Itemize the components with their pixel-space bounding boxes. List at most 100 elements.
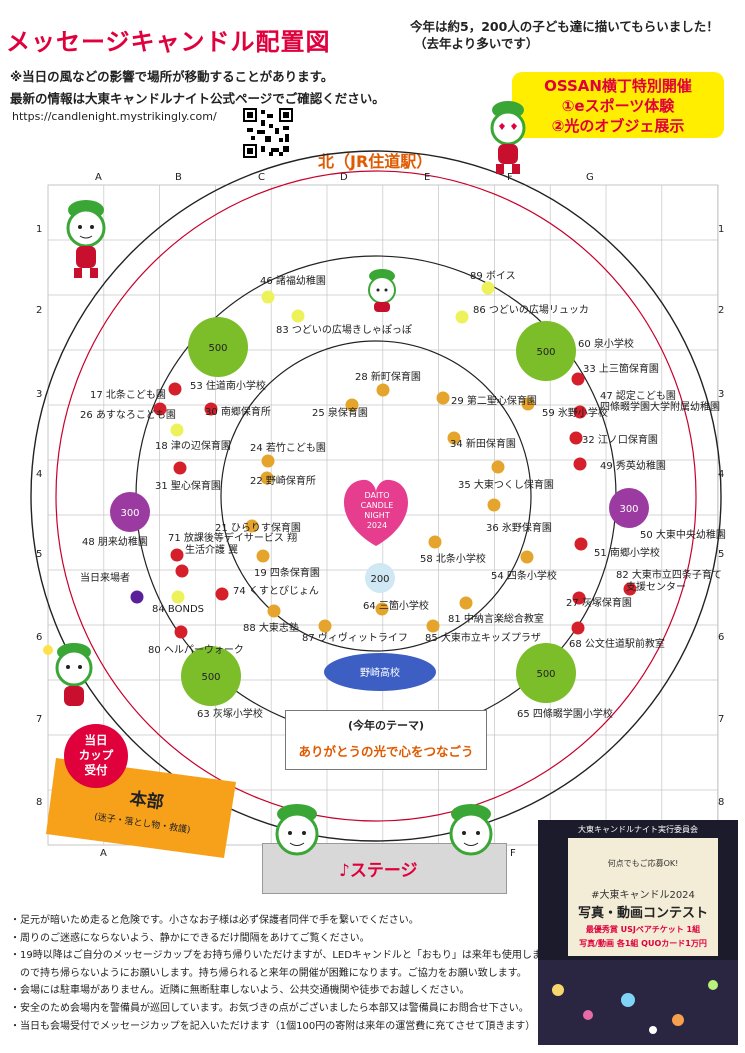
capacity-label-center: 200	[370, 574, 389, 585]
contest-prize1: 最優秀賞 USJペアチケット 1組	[585, 925, 701, 934]
rule-item: ・安全のため会場内を警備員が巡回しています。お気づきの点がございましたら本部又は…	[10, 1002, 529, 1014]
ossan-yokocho-box: OSSAN横丁特別開催 ①eスポーツ体験 ②光のオブジェ展示	[512, 72, 724, 138]
grid-row-label: 5	[718, 549, 724, 560]
heart-line4: 2024	[367, 521, 387, 530]
grid-row-label: 7	[718, 714, 724, 725]
north-direction-label: 北（JR住道駅）	[318, 152, 433, 171]
candle-spot-dot	[623, 582, 637, 596]
venue-label: 47 認定こども園	[600, 389, 676, 402]
candle-spot-dot	[481, 281, 495, 295]
venue-label: 58 北条小学校	[420, 552, 486, 565]
qr-code-icon[interactable]	[243, 108, 293, 158]
nozaki-high-school-label: 野崎高校	[360, 666, 400, 679]
venue-label: 四條畷学園大学附属幼稚園	[600, 400, 720, 413]
ossan-item-esports: ①eスポーツ体験	[561, 97, 675, 115]
ossan-item-light-objects: ②光のオブジェ展示	[551, 117, 685, 135]
candle-spot-dot	[491, 460, 505, 474]
capacity-circle-label: 63 灰塚小学校	[197, 707, 263, 720]
hq-title: 本部	[128, 788, 165, 814]
capacity-circles: 500 500 500 500 300 300 200	[110, 317, 649, 706]
candle-spot-dot	[170, 423, 184, 437]
grid-row-label: 5	[36, 549, 42, 560]
venue-label: 生活介護 翼	[185, 543, 238, 556]
candle-spot-dot	[261, 454, 275, 468]
candle-spot-dot	[436, 391, 450, 405]
capacity-circle-label: 65 四條畷学園小学校	[517, 707, 613, 720]
candle-spot-dot	[447, 431, 461, 445]
grid-row-label: 3	[718, 389, 724, 400]
heart-line1: DAITO	[364, 491, 389, 500]
latest-info: 最新の情報は大東キャンドルナイト公式ページでご確認ください。	[10, 91, 385, 106]
grid-row-label: 3	[36, 389, 42, 400]
venue-label: 86 つどいの広場リュッカ	[473, 303, 589, 316]
heart-icon	[344, 479, 408, 546]
venue-label: 89 ボイス	[470, 270, 516, 282]
grid-row-label: 6	[718, 632, 724, 643]
grid-column-label: A	[95, 172, 102, 183]
capacity-label-sw: 500	[201, 672, 220, 683]
capacity-label-se: 500	[536, 669, 555, 680]
contest-header: 大東キャンドルナイト実行委員会	[578, 825, 698, 834]
theme-text: ありがとうの光で心をつなごう	[298, 744, 474, 759]
capacity-circle-se	[516, 643, 576, 703]
candle-spot-dot	[455, 310, 469, 324]
daito-mascot-idea-icon	[43, 643, 93, 706]
candle-spot-dot	[174, 625, 188, 639]
venue-label: 82 大東市立四条子育て	[616, 568, 722, 581]
venue-label: 51 南郷小学校	[594, 546, 660, 559]
candle-spot-dot	[459, 596, 473, 610]
contest-prize2: 写真/動画 各1組 QUOカード1万円	[579, 939, 707, 948]
venue-label: 68 公文住道駅前教室	[569, 637, 665, 650]
capacity-circle-label: 53 住道南小学校	[190, 379, 266, 392]
venue-label: 80 ヘルパーウォーク	[148, 644, 244, 656]
official-url[interactable]: https://candlenight.mystrikingly.com/	[12, 110, 217, 123]
nozaki-high-school	[324, 653, 436, 691]
visitor-rules-list: ・足元が暗いため走ると危険です。小さなお子様は必ず保護者同伴で手を繋いでください…	[10, 912, 552, 1035]
venue-label: 64 三箇小学校	[363, 599, 429, 612]
daito-mascot-small-icon	[368, 269, 396, 312]
daito-mascot-icon	[66, 200, 106, 278]
candle-spot-dot	[573, 457, 587, 471]
venue-label: 支援センター	[626, 580, 686, 593]
venue-label: 28 新町保育園	[355, 370, 421, 383]
candle-spot-dot	[256, 549, 270, 563]
candle-spot-dot	[153, 402, 167, 416]
photo-contest-flyer[interactable]: 大東キャンドルナイト実行委員会 何点でもご応募OK! #大東キャンドル2024 …	[538, 820, 738, 1045]
wind-notice: ※当日の風などの影響で場所が移動することがあります。	[10, 69, 334, 84]
venue-label: 24 若竹こども園	[250, 441, 326, 454]
ossan-title: OSSAN横丁特別開催	[544, 77, 692, 95]
capacity-circle-nw	[188, 317, 248, 377]
candle-spot-dot	[204, 402, 218, 416]
capacity-label-nw: 500	[208, 343, 227, 354]
candle-spot-dot	[571, 372, 585, 386]
grid-column-label: G	[586, 172, 594, 183]
contest-tagline: 何点でもご応募OK!	[607, 859, 679, 868]
venue-label: 32 江ノ口保育園	[582, 433, 658, 446]
grid-row-label: 4	[718, 469, 724, 480]
candle-spot-dot	[520, 550, 534, 564]
rule-item: ・足元が暗いため走ると危険です。小さなお子様は必ず保護者同伴で手を繋いでください…	[10, 915, 419, 926]
venue-label: 83 つどいの広場きしゃぽっぽ	[276, 323, 412, 336]
stage-label: ♪ステージ	[339, 861, 418, 881]
candle-spot-dot	[428, 535, 442, 549]
grid-row-label: 1	[36, 224, 42, 235]
grid-column-label: C	[258, 172, 265, 183]
candle-spot-dot	[260, 471, 274, 485]
candle-spot-dot	[569, 431, 583, 445]
grid-row-label: 8	[718, 797, 724, 808]
venue-label: 17 北条こども園	[90, 388, 166, 401]
inner-ring	[220, 340, 532, 652]
venue-label: 36 氷野保育園	[486, 521, 552, 534]
daito-mascot-stage-right-icon	[449, 804, 493, 856]
theme-box: (今年のテーマ) ありがとうの光で心をつなごう	[285, 710, 487, 770]
daito-mascot-heart-eyes-icon	[490, 101, 526, 174]
candle-spot-dot	[572, 591, 586, 605]
grid-column-label: D	[340, 172, 348, 183]
candle-spot-dot	[574, 537, 588, 551]
venue-label: 54 四条小学校	[491, 569, 557, 582]
candle-spot-dot	[170, 548, 184, 562]
participants-note-line1: 今年は約5，200人の子ども達に描いてもらいました！	[410, 19, 719, 34]
cup-reception-badge: 当日 カップ 受付	[64, 724, 128, 788]
rule-item: ・当日も会場受付でメッセージカップを記入いただけます（1個100円の寄附は来年の…	[10, 1020, 536, 1032]
capacity-circle-west	[110, 492, 150, 532]
